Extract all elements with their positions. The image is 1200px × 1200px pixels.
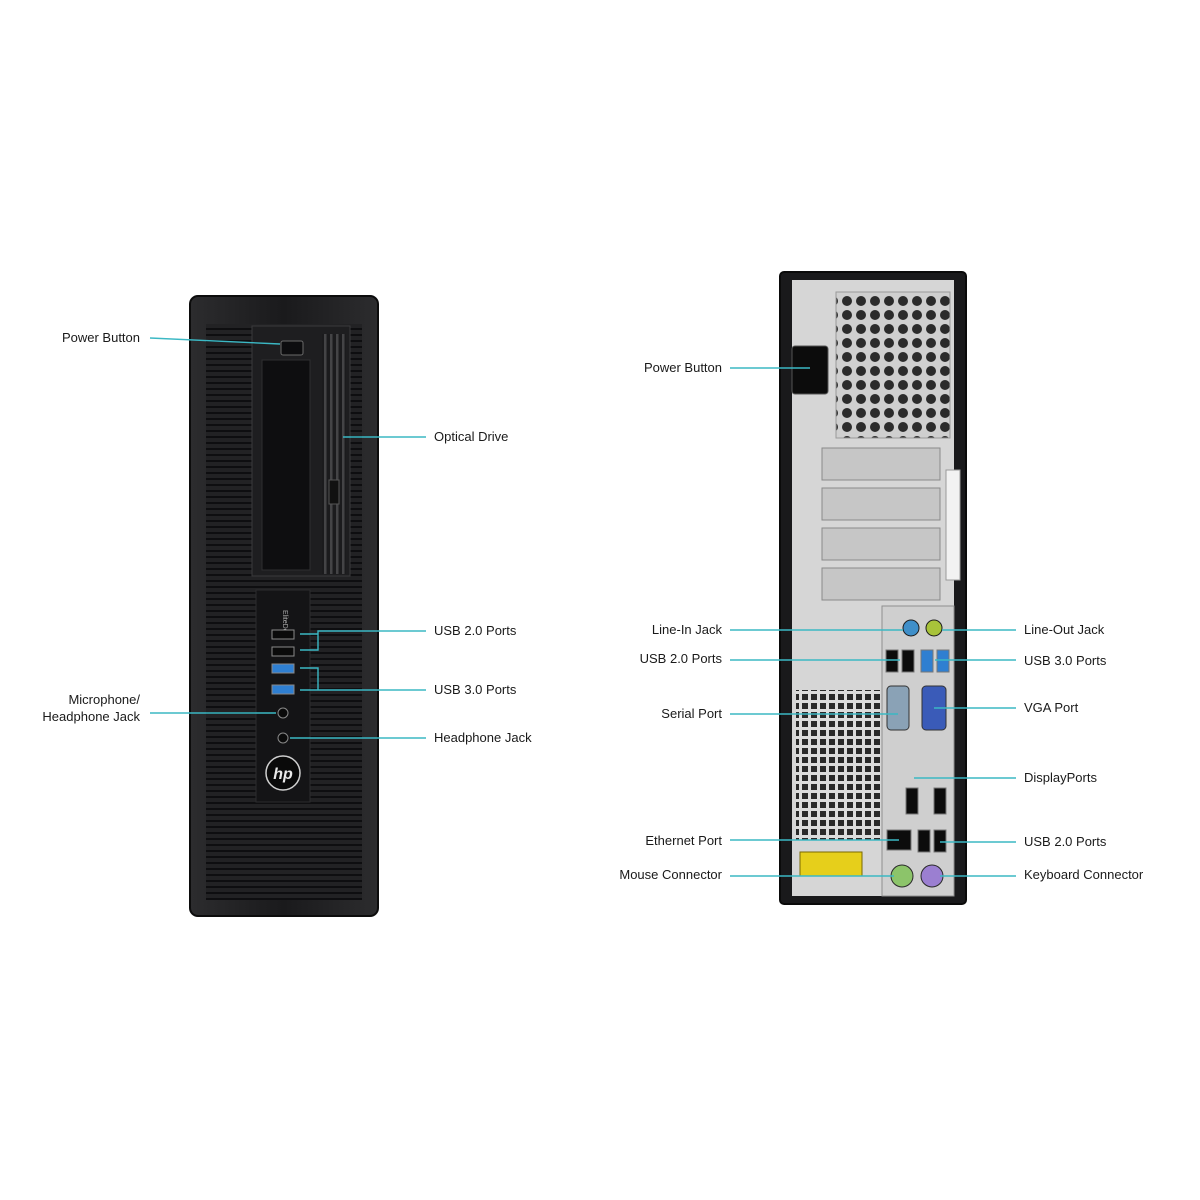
model-text: EliteDesk (281, 610, 288, 640)
label-mic-headphone-line1: Microphone/ (68, 692, 140, 707)
rear-ps2-keyboard-port[interactable] (920, 864, 944, 888)
label-vga: VGA Port (1024, 700, 1079, 715)
front-headphone-jack[interactable] (277, 732, 289, 744)
power-socket[interactable] (791, 345, 829, 395)
power-button[interactable] (280, 340, 304, 356)
label-usb3-back: USB 3.0 Ports (1024, 653, 1107, 668)
optical-eject-button[interactable] (328, 479, 340, 505)
expansion-slot-cover-2 (821, 487, 941, 521)
hp-logo-text: hp (273, 766, 293, 783)
label-optical-drive: Optical Drive (434, 429, 508, 444)
label-serial: Serial Port (661, 706, 722, 721)
label-displayports: DisplayPorts (1024, 770, 1097, 785)
label-usb2-front: USB 2.0 Ports (434, 623, 517, 638)
rear-line-in-jack[interactable] (902, 619, 920, 637)
front-usb3-port-1[interactable] (271, 663, 295, 674)
rear-usb2-lower-port-2[interactable] (933, 829, 947, 853)
rear-displayport-2[interactable] (933, 787, 947, 815)
yellow-label-sticker (799, 851, 863, 877)
label-keyboard: Keyboard Connector (1024, 867, 1144, 882)
label-headphone: Headphone Jack (434, 730, 532, 745)
rear-usb2-lower-port-1[interactable] (917, 829, 931, 853)
label-line-in: Line-In Jack (652, 622, 723, 637)
rear-usb2-port-1[interactable] (885, 649, 899, 673)
rear-usb3-port-2[interactable] (936, 649, 950, 673)
label-line-out: Line-Out Jack (1024, 622, 1105, 637)
rear-line-out-jack[interactable] (925, 619, 943, 637)
front-usb3-port-2[interactable] (271, 684, 295, 695)
rear-displayport-1[interactable] (905, 787, 919, 815)
optical-drive-tray (261, 359, 311, 571)
leader-power-button-front (149, 337, 281, 345)
front-usb2-port-1[interactable] (271, 629, 295, 640)
rear-usb3-port-1[interactable] (920, 649, 934, 673)
label-usb2-back-lower: USB 2.0 Ports (1024, 834, 1107, 849)
label-mouse: Mouse Connector (619, 867, 722, 882)
rear-vent-grill (796, 690, 880, 840)
expansion-slot-cover-1 (821, 447, 941, 481)
front-mic-headphone-jack[interactable] (277, 707, 289, 719)
rear-usb2-port-2[interactable] (901, 649, 915, 673)
front-usb2-port-2[interactable] (271, 646, 295, 657)
psu-fan-grill (835, 291, 951, 439)
label-usb3-front: USB 3.0 Ports (434, 682, 517, 697)
label-ethernet: Ethernet Port (645, 833, 722, 848)
leader-usb3-front (300, 667, 426, 691)
label-mic-headphone-line2: Headphone Jack (42, 709, 140, 724)
back-view: Power Button Line-In Jack Line-Out Jack … (619, 271, 1144, 905)
leader-usb2-front (300, 630, 426, 651)
expansion-slot-cover-4 (821, 567, 941, 601)
label-power-button-front: Power Button (62, 330, 140, 345)
serial-number-sticker (945, 469, 961, 581)
expansion-slot-cover-3 (821, 527, 941, 561)
optical-drive-slot-panel (322, 334, 346, 574)
rear-serial-port[interactable] (886, 685, 910, 731)
hp-logo-badge (265, 755, 301, 791)
label-power-button-back: Power Button (644, 360, 722, 375)
label-usb2-back: USB 2.0 Ports (640, 651, 723, 666)
front-view: EliteDesk hp Power Button Optical Drive … (42, 295, 532, 917)
rear-ps2-mouse-port[interactable] (890, 864, 914, 888)
